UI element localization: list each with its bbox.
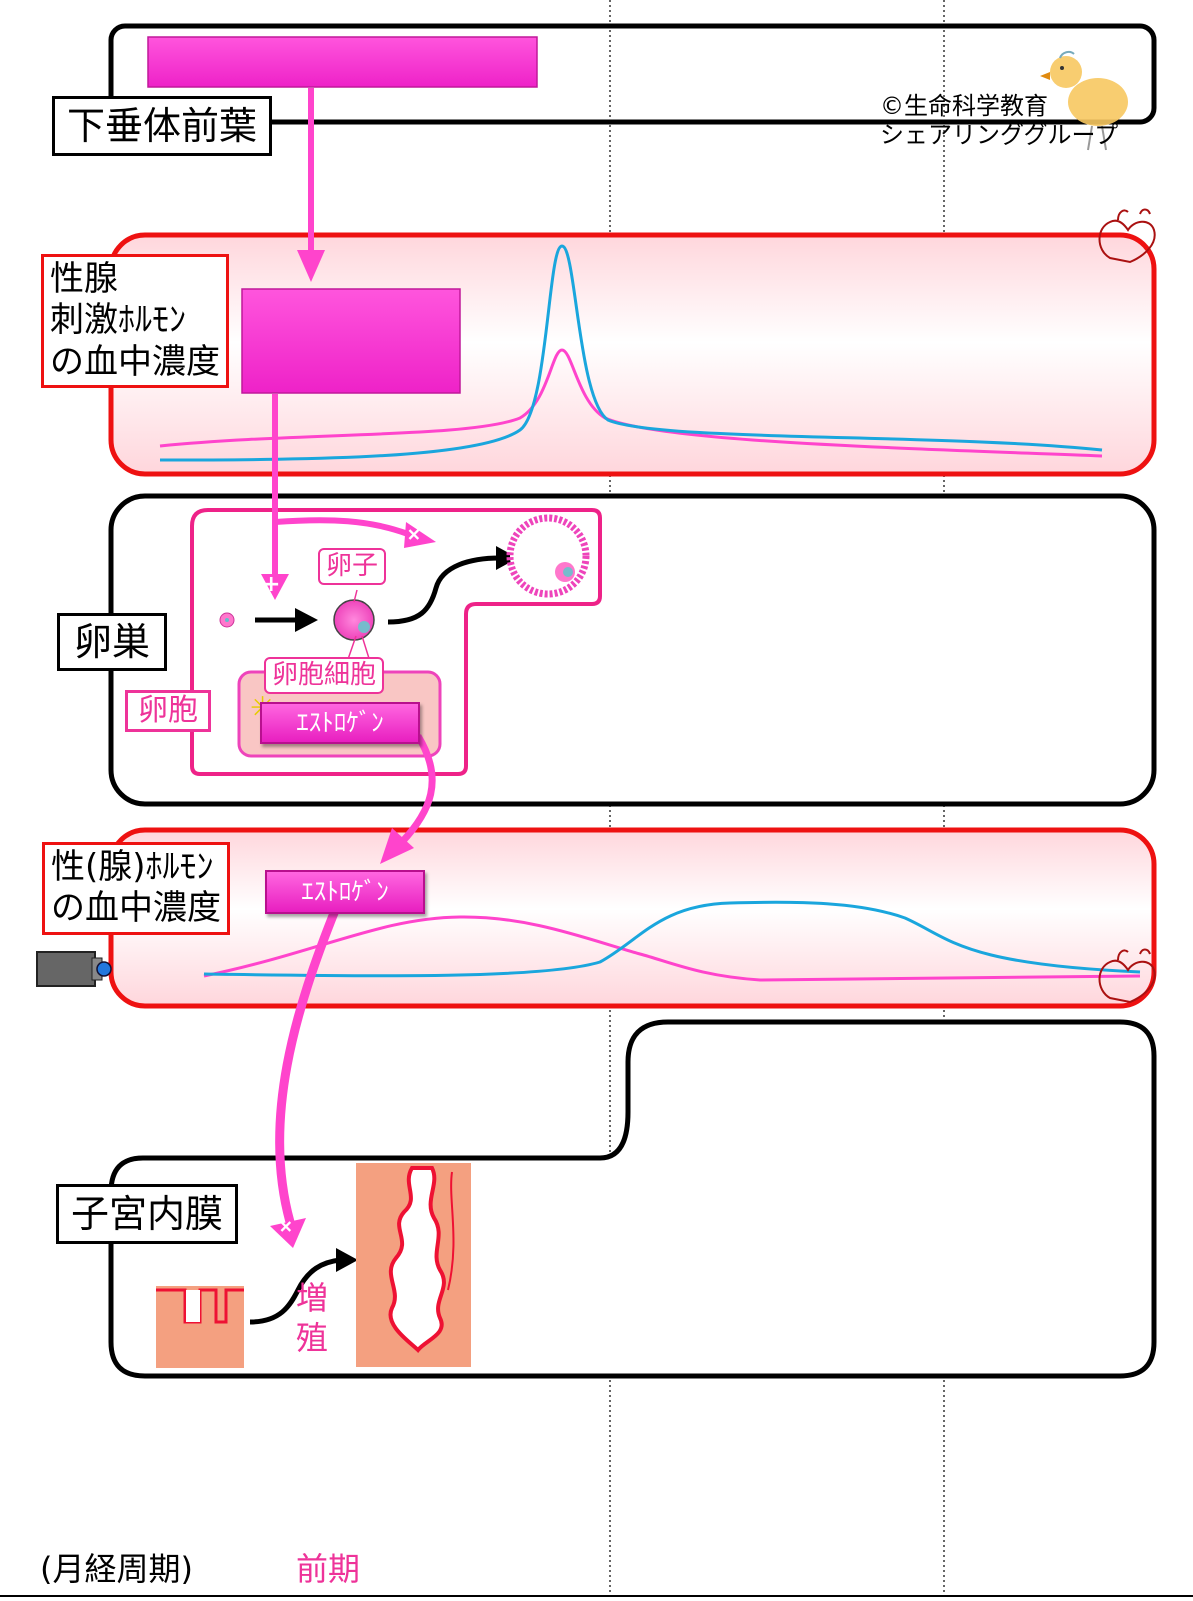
- ovary-label: 卵巣: [57, 613, 168, 672]
- ovary-region-outline: [190, 508, 602, 776]
- estrogen-box-blood: ｴｽﾄﾛｹﾞﾝ: [265, 870, 425, 914]
- primordial-oocyte: [225, 618, 229, 622]
- endometrium-label: 子宮内膜: [56, 1184, 239, 1245]
- gonadotropin-to-follicle-arrow: [274, 517, 410, 537]
- gonadotropin-level-label: 性腺 刺激ﾎﾙﾓﾝ の血中濃度: [41, 254, 229, 389]
- follicle-cell-label: 卵胞細胞: [264, 657, 385, 695]
- cycle-label: (月経周期): [40, 1550, 193, 1588]
- estrogen-to-blood-arrow: [399, 734, 436, 845]
- spiral-artery: [447, 1171, 455, 1291]
- egg-cell: [358, 621, 370, 633]
- estrogen-to-blood-arrow-head: [380, 828, 414, 864]
- follicle-label: 卵胞: [125, 690, 211, 732]
- endometrium-panel: [108, 1019, 1157, 1379]
- anterior-pituitary-label: 下垂体前葉: [52, 96, 273, 157]
- pituitary-arrow-head: [297, 250, 325, 282]
- ovary-panel: [108, 493, 1157, 807]
- thin-endometrium-surface: [156, 1288, 244, 1324]
- estrogen-to-endometrium-arrow-head: [270, 1218, 306, 1248]
- pituitary-hormone-bar: [147, 36, 538, 88]
- gonadotropin-to-follicle-arrow-head: [404, 522, 436, 548]
- thin-gland: [186, 1290, 200, 1322]
- proliferation-arrow-head: [336, 1248, 358, 1272]
- gonadotropin-curve-blue: [159, 244, 1103, 462]
- heart-icon: [1098, 208, 1156, 264]
- heart-icon: [1098, 948, 1156, 1004]
- phase-label: 前期: [296, 1550, 361, 1588]
- camera-icon: [36, 951, 112, 987]
- gonadotropin-to-ovary-arrow-head: [261, 574, 289, 600]
- mature-follicle: [506, 514, 590, 598]
- growth-arrow-2: [387, 555, 501, 625]
- growth-arrow-1-head: [295, 608, 318, 632]
- estrogen-curve-pink: [203, 915, 1141, 982]
- sex-hormone-level-label: 性(腺)ﾎﾙﾓﾝ の血中濃度: [42, 842, 230, 935]
- estrogen-box-ovary: ｴｽﾄﾛｹﾞﾝ: [260, 702, 420, 744]
- progesterone-curve-blue: [203, 900, 1141, 978]
- gonadotropin-curve-pink: [159, 348, 1103, 458]
- mature-egg: [563, 567, 573, 577]
- gonadotropin-box: [241, 288, 461, 394]
- plus-sign-ovary: +: [262, 572, 281, 597]
- endometrial-gland: [388, 1166, 446, 1353]
- egg-label: 卵子: [318, 548, 387, 586]
- sex-hormone-panel: [108, 827, 1157, 1009]
- copyright-text: ©生命科学教育 シェアリンググループ: [880, 92, 1119, 150]
- estrogen-to-endometrium-arrow: [275, 906, 341, 1224]
- growing-follicle: [333, 599, 375, 641]
- chick-mascot-logo: [1040, 50, 1128, 151]
- proliferation-arrow: [249, 1257, 341, 1325]
- pituitary-panel: [108, 23, 1157, 125]
- proliferation-label: 増 殖: [296, 1279, 329, 1357]
- egg-leader: [353, 589, 358, 603]
